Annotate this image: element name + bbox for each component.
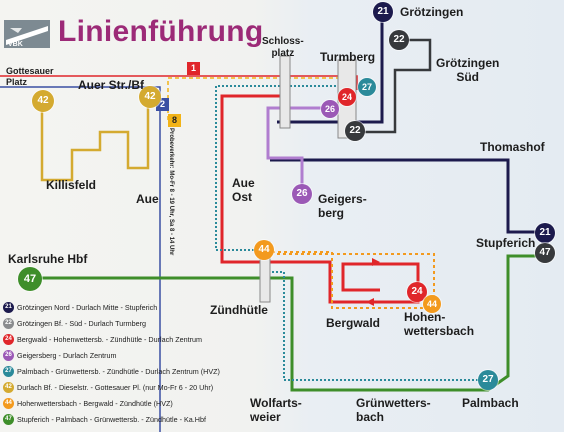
legend-text: Grötzingen Nord - Durlach Mitte - Stupfe… (17, 303, 158, 312)
legend-text: Palmbach - Grünwettersb. - Zündhütle - D… (17, 367, 220, 376)
label-turmberg: Turmberg (320, 50, 376, 64)
badge-22-turmberg: 22 (345, 121, 365, 141)
label-thomashof: Thomashof (480, 140, 545, 154)
bus-line-21 (270, 12, 545, 234)
station-schlossplatz (279, 55, 291, 129)
bus-line-42 (40, 100, 150, 182)
logo-text: VBK (8, 41, 23, 48)
label-killisfeld: Killisfeld (46, 178, 97, 192)
label-schlossplatz: Schloss- platz (262, 36, 304, 59)
legend-dot: 21 (3, 302, 14, 313)
badge-26-geigersberg: 26 (292, 184, 312, 204)
legend-text: Hohenwettersbach - Bergwald - Zündhütle … (17, 399, 173, 408)
probeverkehr-note: Probeverkehr: Mo-Fr 8 - 19 Uhr, Sa 8 - 1… (168, 128, 174, 256)
bus-line-27-lower (268, 271, 488, 381)
bus-line-47 (30, 254, 545, 392)
label-karlsruhe-hbf: Karlsruhe Hbf (8, 252, 88, 266)
legend-text: Geigersberg - Durlach Zentrum (17, 351, 117, 360)
tram-square-8: 8 (168, 114, 181, 127)
badge-44-hohenwettersbach: 44 (423, 295, 441, 313)
legend-text: Bergwald - Hohenwettersb. - Zündhütle - … (17, 335, 202, 344)
label-bergwald: Bergwald (326, 316, 381, 330)
tram-line-8 (167, 77, 340, 120)
badge-24-turmberg: 24 (338, 88, 356, 106)
label-gruenwettersbach: Grünwetters- bach (356, 396, 431, 424)
label-zuendhuetle: Zündhütle (210, 303, 268, 317)
badge-26-turmberg: 26 (321, 100, 339, 118)
bus-line-44 (272, 251, 435, 309)
label-aue-ost: Aue Ost (232, 176, 255, 204)
legend-dot: 22 (3, 318, 14, 329)
page-title: Linienführung (58, 15, 264, 48)
label-geigersberg: Geigers- berg (318, 192, 367, 220)
badge-42-auer-str: 42 (139, 86, 161, 108)
vbk-logo: VBK (4, 20, 50, 48)
badge-47-stupferich: 47 (535, 243, 555, 263)
legend-text: Durlach Bf. - Dieselstr. - Gottesauer Pl… (17, 383, 214, 392)
label-groetzingen-sued: Grötzingen Süd (436, 56, 500, 84)
arrow-1 (372, 258, 380, 266)
badge-47-karlsruhe-hbf: 47 (18, 267, 42, 291)
badge-22-groetzingen-sued: 22 (389, 30, 409, 50)
label-palmbach: Palmbach (462, 396, 519, 410)
legend-text: Stupferich - Palmbach - Grünwettersb. - … (17, 415, 206, 424)
label-auer-str: Auer Str./Bf (78, 78, 145, 92)
tram-line-2 (0, 86, 161, 432)
badge-42-gottesauer: 42 (32, 90, 54, 112)
badge-21-groetzingen: 21 (373, 2, 393, 22)
legend-text: Grötzingen Bf. - Süd - Durlach Turmberg (17, 319, 147, 328)
legend-dot: 47 (3, 414, 14, 425)
legend-dot: 44 (3, 398, 14, 409)
bus-line-26 (266, 106, 325, 190)
legend-dot: 27 (3, 366, 14, 377)
label-hohenwettersbach: Hohen- wettersbach (404, 310, 475, 338)
badge-27-palmbach: 27 (478, 370, 498, 390)
label-groetzingen: Grötzingen (400, 5, 464, 19)
legend-dot: 24 (3, 334, 14, 345)
arrow-2 (366, 298, 374, 306)
bus-line-22 (355, 38, 432, 134)
badge-44-zuendhuetle: 44 (254, 240, 274, 260)
badge-24-hohenwettersbach: 24 (407, 282, 427, 302)
label-gottesauer-platz: Gottesauer Platz (6, 66, 54, 87)
badge-27-turmberg: 27 (358, 78, 376, 96)
label-wolfartsweier: Wolfarts- weier (250, 396, 302, 424)
tram-line-1 (0, 75, 358, 90)
badge-21-stupferich: 21 (535, 223, 555, 243)
label-aue: Aue (136, 192, 159, 206)
bus-line-27 (215, 85, 368, 272)
tram-square-1: 1 (187, 62, 200, 75)
legend-dot: 42 (3, 382, 14, 393)
label-stupferich: Stupferich (476, 236, 536, 250)
legend-dot: 26 (3, 350, 14, 361)
